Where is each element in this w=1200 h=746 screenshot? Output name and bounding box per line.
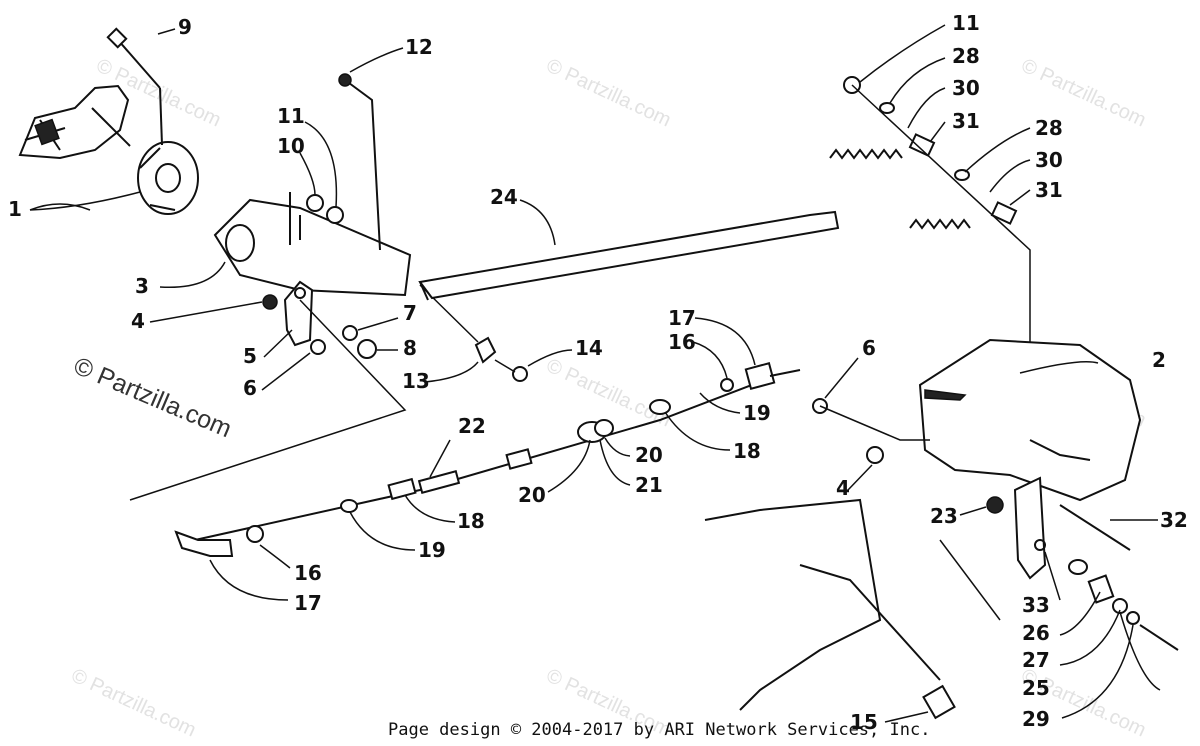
carburetor-linkage	[704, 76, 1179, 720]
callout-2: 2	[1152, 348, 1166, 372]
callout-25: 25	[1022, 676, 1050, 700]
callout-20-right: 20	[635, 443, 663, 467]
callout-11-left: 11	[277, 104, 305, 128]
callout-29: 29	[1022, 707, 1050, 731]
watermark-6: © Partzilla.com	[68, 665, 199, 742]
callout-27: 27	[1022, 648, 1050, 672]
callout-19-left: 19	[418, 538, 446, 562]
callout-13: 13	[402, 369, 430, 393]
throttle-rod	[418, 210, 840, 301]
callout-30-mid: 30	[1035, 148, 1063, 172]
callout-21: 21	[635, 473, 663, 497]
callout-16-left: 16	[294, 561, 322, 585]
callout-12: 12	[405, 35, 433, 59]
callout-5: 5	[243, 344, 257, 368]
callout-22: 22	[458, 414, 486, 438]
footer-copyright: Page design © 2004-2017 by ARI Network S…	[388, 720, 930, 740]
callout-30-top: 30	[952, 76, 980, 100]
callout-16-right: 16	[668, 330, 696, 354]
callout-10: 10	[277, 134, 305, 158]
callout-19-right: 19	[743, 401, 771, 425]
callout-4-left: 4	[131, 309, 145, 333]
callout-33: 33	[1022, 593, 1050, 617]
callout-28-top: 28	[952, 44, 980, 68]
callout-14: 14	[575, 336, 603, 360]
callout-8: 8	[403, 336, 417, 360]
callout-18-left: 18	[457, 509, 485, 533]
callout-18-right: 18	[733, 439, 761, 463]
throttle-lever-assembly	[18, 27, 528, 501]
callout-23: 23	[930, 504, 958, 528]
callout-31-mid: 31	[1035, 178, 1063, 202]
callout-6-right: 6	[862, 336, 876, 360]
callout-1: 1	[8, 197, 22, 221]
callout-7: 7	[403, 301, 417, 325]
callout-24: 24	[490, 185, 518, 209]
watermark-main: © Partzilla.com	[70, 352, 236, 444]
callout-labels: 1 2 3 4 4 5 6 6 7 8 9 10 11 11 12 13 14	[8, 11, 1188, 734]
callout-4-right: 4	[836, 476, 850, 500]
callout-11-right: 11	[952, 11, 980, 35]
callout-15: 15	[850, 710, 878, 734]
callout-20-left: 20	[518, 483, 546, 507]
callout-17-right: 17	[668, 306, 696, 330]
throttle-cable	[174, 362, 801, 557]
callout-3: 3	[135, 274, 149, 298]
callout-32: 32	[1160, 508, 1188, 532]
callout-31-top: 31	[952, 109, 980, 133]
callout-17-left: 17	[294, 591, 322, 615]
callout-28-mid: 28	[1035, 116, 1063, 140]
callout-26: 26	[1022, 621, 1050, 645]
callout-9: 9	[178, 15, 192, 39]
callout-6-left: 6	[243, 376, 257, 400]
watermark-4: © Partzilla.com	[543, 355, 674, 432]
watermark-2: © Partzilla.com	[543, 55, 674, 132]
